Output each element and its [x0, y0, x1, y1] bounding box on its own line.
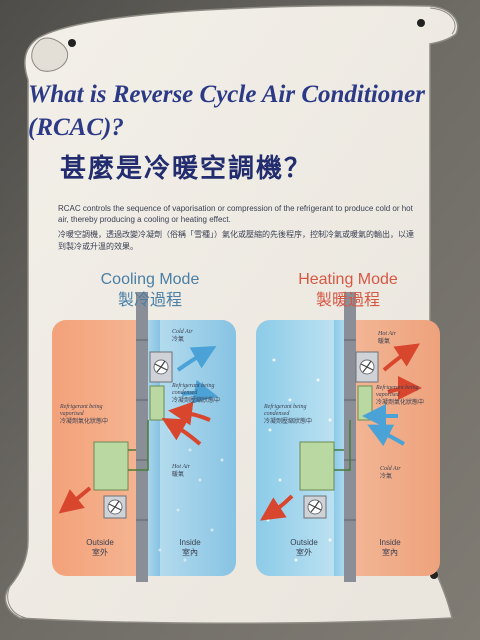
heating-inside-label: Inside 室內 — [379, 538, 401, 557]
heating-cold-air-label: Cold Air 冷氣 — [380, 466, 401, 480]
cooling-title-en: Cooling Mode — [100, 271, 200, 288]
cooling-diagram — [52, 292, 236, 582]
intro-chinese: 冷暖空調機，透過改變冷凝劑（俗稱「雪種」）氣化或壓縮的先後程序，控制冷氣或暖氣的… — [58, 230, 414, 251]
cooling-cold-air-label: Cold Air 冷氣 — [172, 329, 193, 343]
cooling-vaporised-label: Refrigerant being vaporised 冷凝劑氣化狀態中 — [60, 404, 109, 425]
intro-english: RCAC controls the sequence of vaporisati… — [58, 204, 413, 224]
heating-mode-title: Heating Mode 製暖過程 — [268, 270, 428, 310]
cooling-inside-label: Inside 室內 — [179, 538, 201, 557]
cooling-hot-air-label: Hot Air 暖氣 — [172, 464, 191, 478]
heating-outside-label: Outside 室外 — [290, 538, 318, 557]
heating-condensed-label: Refrigerant being condensed 冷凝劑壓縮狀態中 — [264, 404, 313, 425]
heating-diagram — [256, 292, 440, 582]
heating-title-zh: 製暖過程 — [315, 290, 380, 309]
outdoor-coil-icon — [299, 441, 335, 491]
cooling-outside-label: Outside 室外 — [86, 538, 114, 557]
outdoor-coil-icon — [93, 441, 129, 491]
heating-vaporised-label: Refrigerant being vaporised 冷凝劑氣化狀態中 — [376, 385, 425, 406]
cooling-condensed-label: Refrigerant being condensed 冷凝劑壓縮狀態中 — [172, 383, 221, 404]
cooling-title-zh: 製冷過程 — [117, 290, 182, 309]
cooling-mode-title: Cooling Mode 製冷過程 — [70, 270, 230, 310]
heading-english: What is Reverse Cycle Air Conditioner (R… — [28, 81, 425, 141]
heating-hot-air-label: Hot Air 暖氣 — [378, 331, 397, 345]
heading-chinese: 甚麼是冷暖空調機？ — [60, 154, 313, 184]
heating-title-en: Heating Mode — [298, 271, 398, 288]
wall-section-icon — [136, 292, 148, 582]
